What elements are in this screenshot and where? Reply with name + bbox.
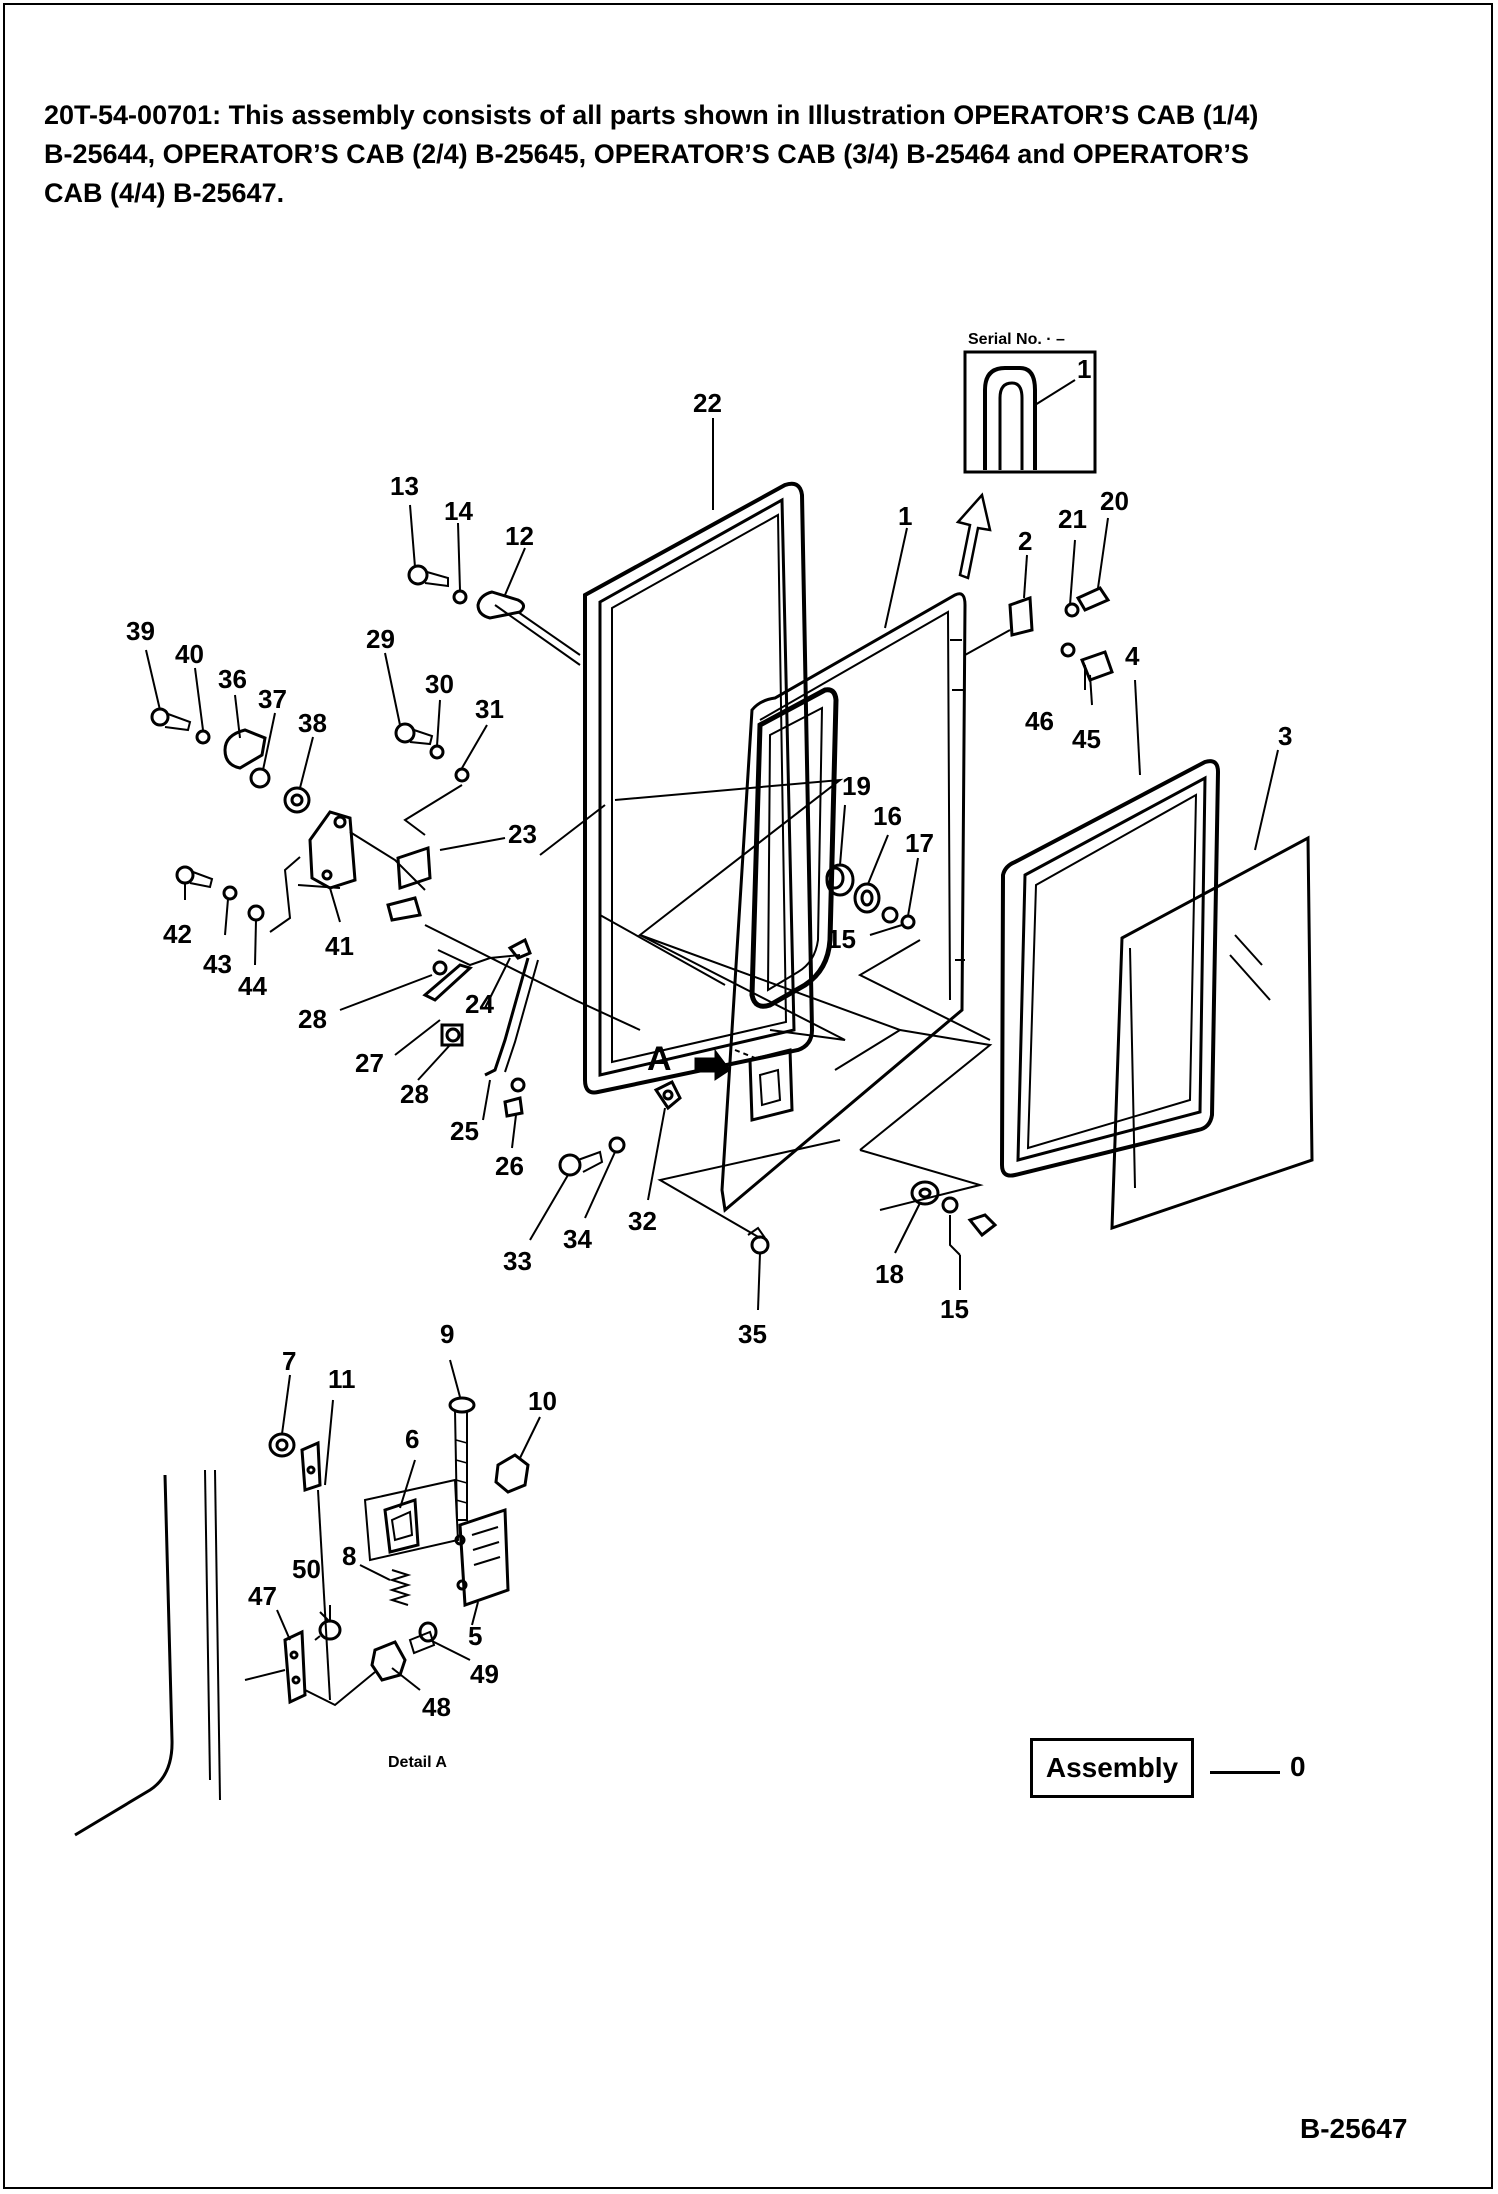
callout: 28 (400, 1079, 429, 1109)
view-marker-a: A (647, 1040, 672, 1078)
callout: 12 (505, 521, 534, 551)
callout: 28 (298, 1004, 327, 1034)
serial-inset-part (983, 366, 1037, 470)
window-glass-3 (1110, 835, 1314, 1231)
callout: 20 (1100, 486, 1129, 516)
callout: 23 (508, 819, 537, 849)
callout: 40 (175, 639, 204, 669)
callout: 25 (450, 1116, 479, 1146)
callout: 36 (218, 664, 247, 694)
page-border (3, 3, 1493, 2189)
callout: 42 (163, 919, 192, 949)
callout: 43 (203, 949, 232, 979)
hinge-2 (1008, 586, 1114, 682)
rollers-19-16-17 (825, 863, 916, 930)
callout: 15 (940, 1294, 969, 1324)
door-frame-1 (720, 592, 967, 1213)
serial-no-label: Serial No. · – (968, 331, 1065, 348)
callout: 35 (738, 1319, 767, 1349)
callout: 19 (842, 771, 871, 801)
callout: 21 (1058, 504, 1087, 534)
callout: 48 (422, 1692, 451, 1722)
callout: 1 (1077, 354, 1091, 384)
hardware-32-35 (558, 1079, 770, 1255)
callout: 45 (1072, 724, 1101, 754)
assembly-leader (1210, 1771, 1280, 1774)
callout: 39 (126, 616, 155, 646)
callout: 50 (292, 1554, 321, 1584)
callout: 16 (873, 801, 902, 831)
callout: 8 (342, 1541, 356, 1571)
callout: 41 (325, 931, 354, 961)
callout: 9 (440, 1319, 454, 1349)
callout: 22 (693, 388, 722, 418)
callout: 49 (470, 1659, 499, 1689)
description-line-2: B-25644, OPERATOR’S CAB (2/4) B-25645, O… (44, 139, 1249, 169)
callout: 1 (898, 501, 912, 531)
callout-leaders (145, 418, 1279, 1691)
hardware-29-30-31 (394, 722, 470, 836)
callout: 15 (827, 924, 856, 954)
view-arrow-a (694, 1048, 731, 1081)
hardware-18-15 (910, 1180, 998, 1238)
callout: 37 (258, 684, 287, 714)
callout: 46 (1025, 706, 1054, 736)
callout: 29 (366, 624, 395, 654)
callout: 2 (1018, 526, 1032, 556)
hardware-36-40 (150, 707, 311, 814)
callout: 27 (355, 1048, 384, 1078)
callout: 17 (905, 828, 934, 858)
door-window-opening (749, 687, 839, 1009)
callout: 38 (298, 708, 327, 738)
rods (422, 937, 539, 1118)
callout: 30 (425, 669, 454, 699)
assembly-description: 20T-54-00701: This assembly consists of … (44, 96, 1444, 213)
callout: 31 (475, 694, 504, 724)
callout: 24 (465, 989, 494, 1019)
hardware-42-44 (175, 865, 265, 922)
hardware-13-14-12 (407, 564, 581, 656)
callout: 26 (495, 1151, 524, 1181)
assembly-box: Assembly (1030, 1738, 1194, 1798)
description-line-1: 20T-54-00701: This assembly consists of … (44, 100, 1259, 130)
seal-22 (583, 481, 815, 1095)
detail-a-label: Detail A (388, 1754, 447, 1771)
callout-numbers: 1 2 3 4 5 6 7 8 9 10 11 12 13 14 15 15 1… (126, 388, 1292, 1722)
detail-a (74, 1396, 530, 1837)
serial-inset-box (963, 350, 1097, 474)
callout: 4 (1125, 641, 1140, 671)
description-line-3: CAB (4/4) B-25647. (44, 178, 285, 208)
callout: 6 (405, 1424, 419, 1454)
callout: 34 (563, 1224, 592, 1254)
arrow-up (955, 492, 992, 580)
door-handle-recess (748, 1048, 794, 1122)
assembly-quantity: 0 (1290, 1751, 1306, 1782)
leader-lines (494, 604, 1011, 1239)
callout: 7 (282, 1346, 296, 1376)
callout: 32 (628, 1206, 657, 1236)
callout: 33 (503, 1246, 532, 1276)
callout: 3 (1278, 721, 1292, 751)
callout: 14 (444, 496, 473, 526)
callout: 10 (528, 1386, 557, 1416)
callout: 18 (875, 1259, 904, 1289)
callout: 47 (248, 1581, 277, 1611)
callout: 5 (468, 1621, 482, 1651)
window-seal-4 (999, 759, 1221, 1178)
callout: 11 (328, 1364, 356, 1394)
callout: 13 (390, 471, 419, 501)
callout: 44 (238, 971, 267, 1001)
figure-number: B-25647 (1300, 2113, 1408, 2144)
latch-assembly (269, 810, 641, 1031)
